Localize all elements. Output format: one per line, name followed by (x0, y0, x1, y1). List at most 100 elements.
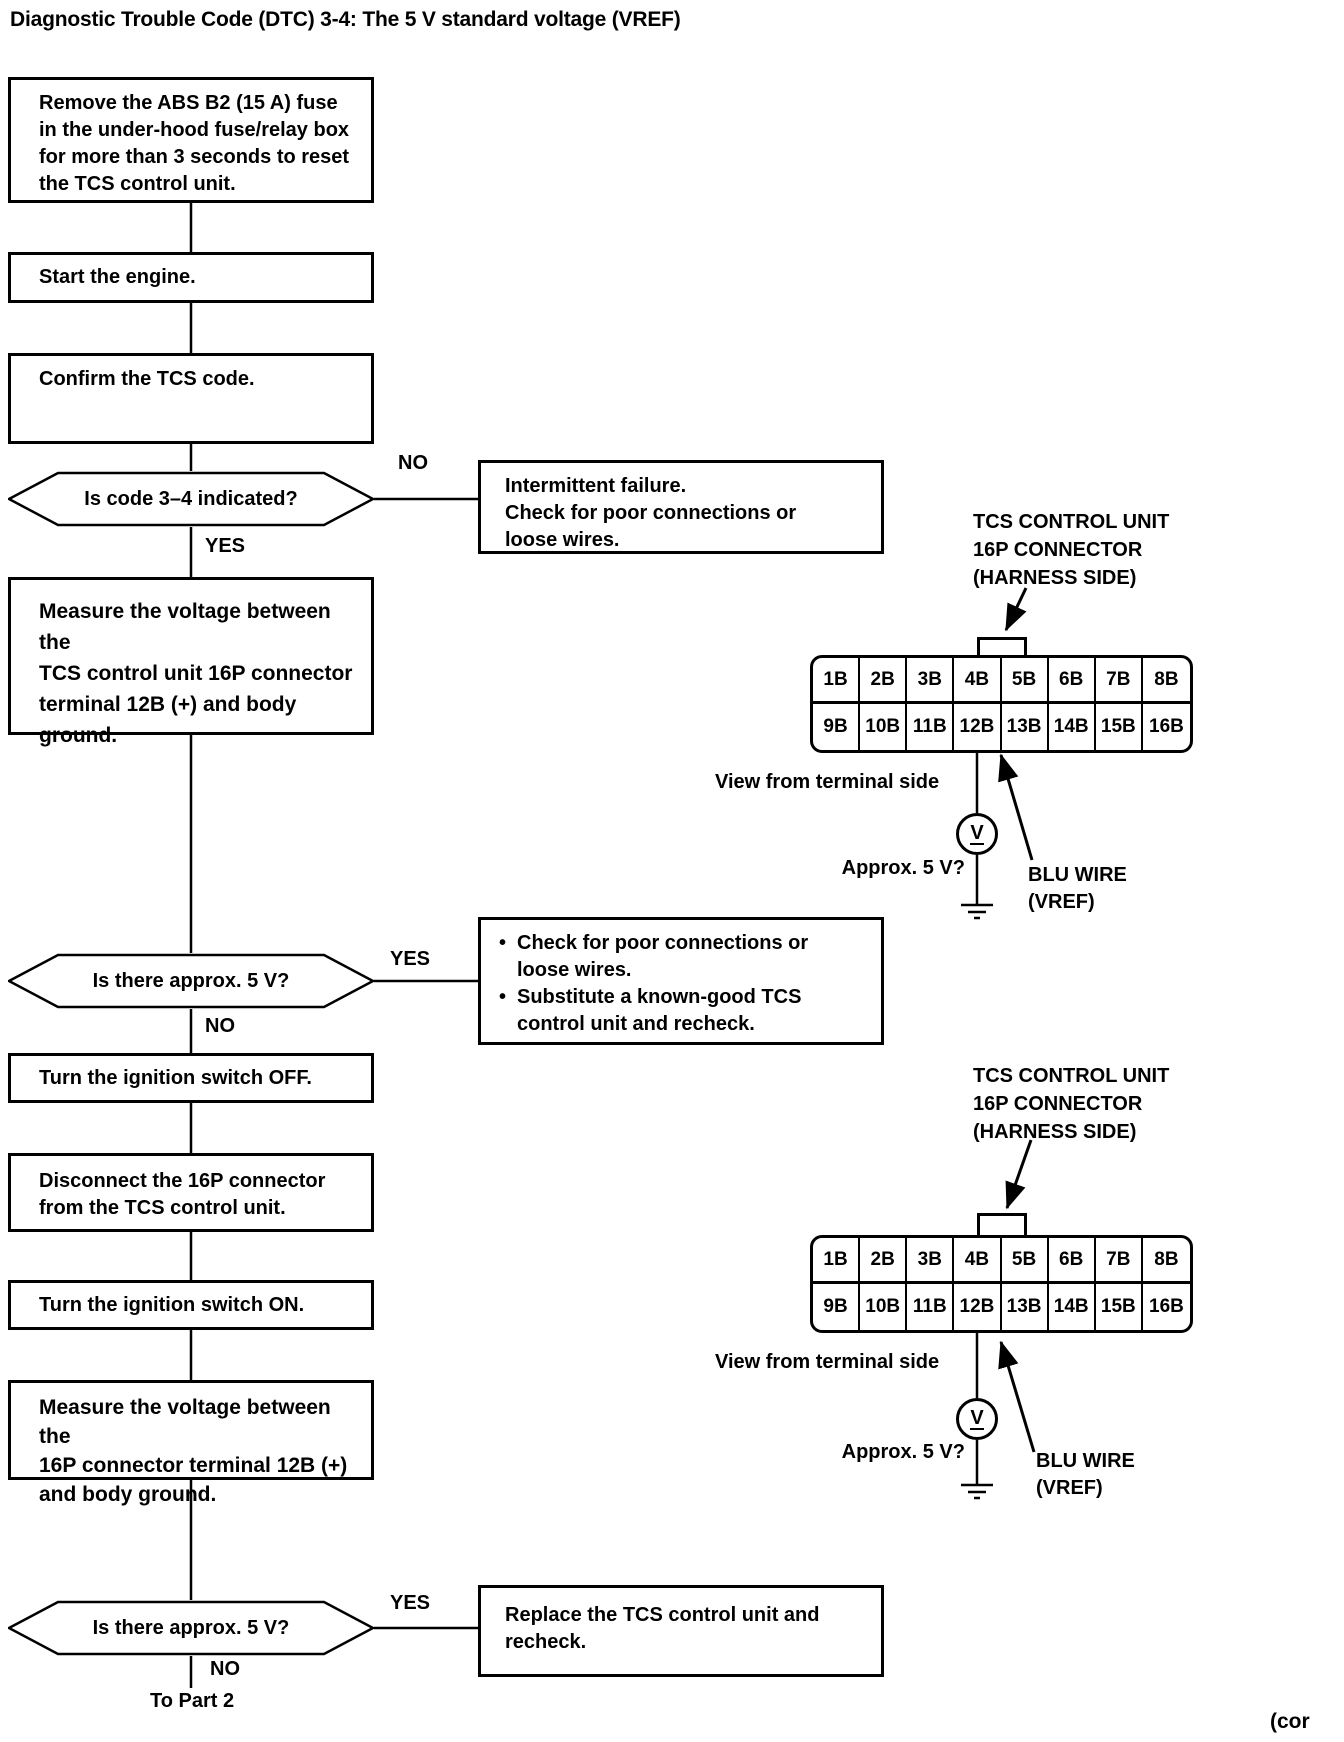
blu-wire-arrow-2 (998, 1340, 1036, 1453)
result-text: Replace the TCS control unit and recheck… (505, 1604, 820, 1653)
pin-cell: 8B (1142, 658, 1190, 704)
tcs-unit-label-1: TCS CONTROL UNIT 16P CONNECTOR (HARNESS … (973, 511, 1170, 589)
view-from-terminal-label-2: View from terminal side (715, 1351, 940, 1373)
approx-5v-label-1: Approx. 5 V? (841, 857, 965, 879)
step-text: Confirm the TCS code. (39, 368, 255, 390)
result-intermittent-failure: Intermittent failure. Check for poor con… (478, 460, 884, 554)
pin-cell: 3B (907, 658, 955, 704)
list-item-text: Check for poor connections or loose wire… (517, 932, 809, 981)
pin-cell: 11B (907, 704, 955, 750)
continued-label: (cor (1270, 1710, 1310, 1733)
bullet-icon: • (499, 932, 507, 954)
step-ignition-on: Turn the ignition switch ON. (8, 1280, 374, 1330)
tcs-unit-label-2: TCS CONTROL UNIT 16P CONNECTOR (HARNESS … (973, 1065, 1170, 1143)
pin-cell: 16B (1149, 1296, 1184, 1317)
pin-cell: 4B (954, 658, 1002, 704)
pin-cell: 16B (1149, 716, 1184, 737)
view-from-terminal-label-1: View from terminal side (715, 771, 940, 793)
pin-cell: 7B (1095, 658, 1143, 704)
edge-label-yes: YES (205, 535, 246, 557)
pin-cell: 6B (1048, 658, 1096, 704)
pin-cell: 14B (1049, 704, 1096, 750)
step-ignition-off: Turn the ignition switch OFF. (8, 1053, 374, 1103)
pin-cell: 9B (813, 1284, 861, 1330)
step-text: Remove the ABS B2 (15 A) fuse in the und… (39, 92, 350, 195)
step-text: Measure the voltage between the TCS cont… (39, 600, 353, 747)
pin-cell: 14B (1049, 1284, 1096, 1330)
edge-label-yes: YES (390, 1592, 431, 1614)
connector-pointer-arrow-1 (1004, 587, 1028, 632)
pin-cell: 3B (907, 1238, 955, 1284)
decision-approx-5v-1: Is there approx. 5 V? (8, 953, 374, 1009)
step-text: Turn the ignition switch OFF. (39, 1066, 312, 1089)
step-text: Start the engine. (39, 266, 196, 288)
result-check-connections: • Check for poor connections or loose wi… (478, 917, 884, 1045)
pin-cell: 13B (1002, 704, 1049, 750)
blu-wire-label-1: BLU WIRE (VREF) (1028, 864, 1127, 913)
pin-cell: 5B (1001, 658, 1049, 704)
bullet-icon: • (499, 986, 507, 1008)
pin-cell: 7B (1095, 1238, 1143, 1284)
page-title: Diagnostic Trouble Code (DTC) 3-4: The 5… (10, 8, 681, 31)
flow-connector-lines (189, 203, 478, 1688)
result-text: Intermittent failure. Check for poor con… (505, 475, 797, 551)
voltmeter-icon-1: V (956, 813, 998, 855)
step-start-engine: Start the engine. (8, 252, 374, 303)
pin-cell: 5B (1001, 1238, 1049, 1284)
decision-approx-5v-2: Is there approx. 5 V? (8, 1600, 374, 1656)
step-text: Measure the voltage between the 16P conn… (39, 1396, 348, 1506)
ground-icon-2 (961, 1483, 993, 1500)
pin-cell: 1B (813, 658, 861, 704)
edge-label-no: NO (210, 1658, 240, 1680)
step-confirm-code: Confirm the TCS code. (8, 353, 374, 444)
connector-pinout-2: 1B 2B 3B 4B 5B 6B 7B 8B 9B 10B 11B 12B 1… (810, 1235, 1193, 1333)
pin-cell: 1B (813, 1238, 861, 1284)
connector-tab-1 (977, 637, 1027, 659)
decision-label: Is there approx. 5 V? (92, 1616, 290, 1639)
pin-cell: 12B (954, 1284, 1002, 1330)
list-item: • Check for poor connections or loose wi… (499, 930, 871, 984)
blu-wire-label-2: BLU WIRE (VREF) (1036, 1450, 1135, 1499)
list-item-text: Substitute a known-good TCS control unit… (517, 986, 802, 1035)
step-disconnect-connector: Disconnect the 16P connector from the TC… (8, 1153, 374, 1232)
decision-hexagon (8, 953, 374, 1009)
pin-cell: 11B (907, 1284, 955, 1330)
list-item: • Substitute a known-good TCS control un… (499, 984, 871, 1038)
decision-label: Is code 3–4 indicated? (84, 487, 298, 510)
connector-pointer-arrow-2 (1005, 1139, 1033, 1210)
pin-cell: 8B (1142, 1238, 1190, 1284)
pin-cell: 15B (1096, 1284, 1143, 1330)
pin-cell: 12B (954, 704, 1002, 750)
voltmeter-symbol: V (970, 1407, 984, 1430)
ground-icon-1 (961, 903, 993, 920)
step-measure-voltage-1: Measure the voltage between the TCS cont… (8, 577, 374, 747)
pin-cell: 10B (860, 1284, 908, 1330)
decision-code-3-4: Is code 3–4 indicated? (8, 471, 374, 527)
pin-cell: 2B (860, 658, 908, 704)
connector-pinout-1: 1B 2B 3B 4B 5B 6B 7B 8B 9B 10B 11B 12B 1… (810, 655, 1193, 753)
pin-cell: 2B (860, 1238, 908, 1284)
voltmeter-icon-2: V (956, 1398, 998, 1440)
edge-label-yes: YES (390, 948, 431, 970)
step-text: Turn the ignition switch ON. (39, 1293, 305, 1316)
voltmeter-symbol: V (970, 822, 984, 845)
decision-label: Is there approx. 5 V? (92, 969, 290, 992)
result-replace-unit: Replace the TCS control unit and recheck… (478, 1585, 884, 1677)
pin-cell: 10B (860, 704, 908, 750)
edge-label-no: NO (398, 452, 428, 474)
edge-label-no: NO (205, 1015, 235, 1037)
pin-cell: 6B (1048, 1238, 1096, 1284)
connector-tab-2 (977, 1213, 1027, 1235)
pin-cell: 4B (954, 1238, 1002, 1284)
step-remove-fuse: Remove the ABS B2 (15 A) fuse in the und… (8, 77, 374, 203)
approx-5v-label-2: Approx. 5 V? (841, 1441, 965, 1463)
to-part-2-label: To Part 2 (150, 1690, 235, 1712)
pin-cell: 15B (1096, 704, 1143, 750)
blu-wire-arrow-1 (998, 753, 1034, 861)
pin-cell: 13B (1002, 1284, 1049, 1330)
step-text: Disconnect the 16P connector from the TC… (39, 1170, 326, 1219)
decision-hexagon (8, 1600, 374, 1656)
pin-cell: 9B (813, 704, 861, 750)
